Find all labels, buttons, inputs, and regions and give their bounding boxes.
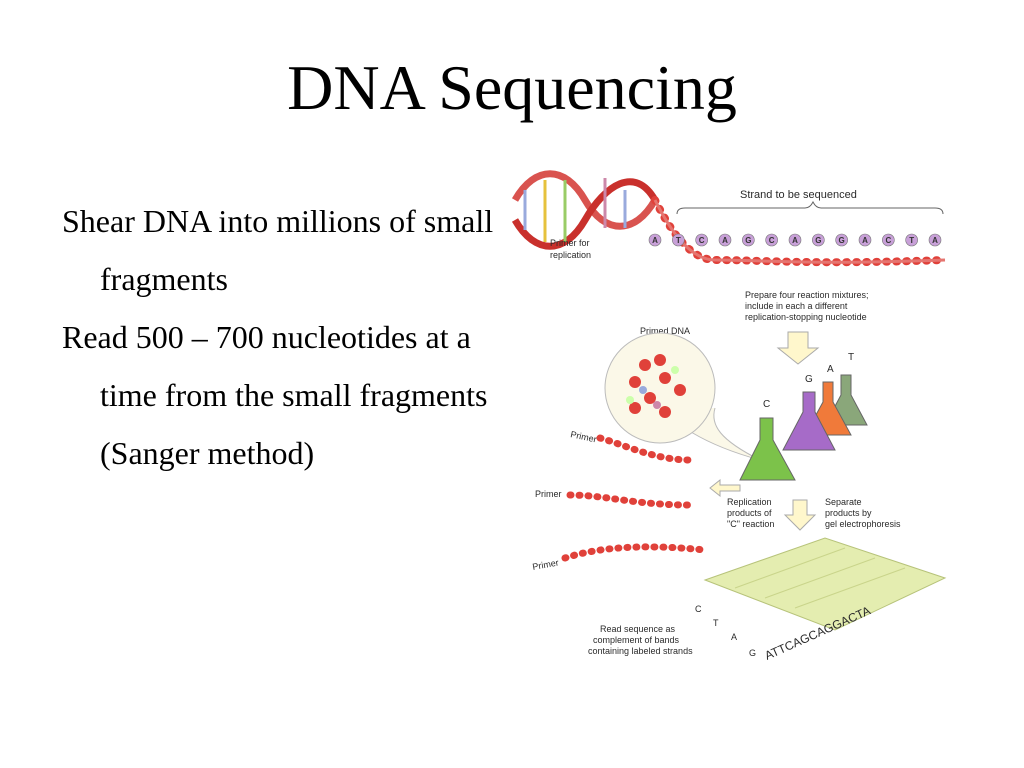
strand-base-letter: A (722, 236, 728, 245)
electrophoresis-gel (703, 537, 947, 631)
read-label-line3: containing labeled strands (588, 646, 693, 656)
flask-c-label: C (763, 399, 770, 410)
strand-base (765, 233, 778, 247)
down-arrow-2-icon (783, 499, 817, 531)
strand-base-letter: T (676, 236, 681, 245)
dna-helix (511, 170, 659, 250)
strand-base-letter: G (815, 236, 821, 245)
strand-base-letter: C (885, 236, 891, 245)
primed-dna-label: Primed DNA (640, 326, 690, 336)
strand-to-be-sequenced (651, 196, 949, 267)
strand-base-letter: C (699, 236, 705, 245)
prepare-label-line3: replication-stopping nucleotide (745, 312, 867, 322)
primer-for-label-line2: replication (550, 250, 591, 260)
gel-lane-a-label: A (731, 632, 737, 642)
nucleotide-pool-callout (604, 332, 761, 461)
separate-label-line3: gel electrophoresis (825, 519, 901, 529)
replication-label-line3: "C" reaction (727, 519, 774, 529)
read-label-line1: Read sequence as (600, 624, 676, 634)
flask-g: G (782, 374, 836, 451)
replication-label-line2: products of (727, 508, 772, 518)
prepare-label-line1: Prepare four reaction mixtures; (745, 290, 869, 300)
strand-base-letter: A (862, 236, 868, 245)
replication-row-3: Primer (532, 543, 709, 572)
strand-base (905, 233, 918, 247)
strand-base (695, 233, 708, 247)
sanger-sequencing-diagram: A T C A G C A G G A C T A Strand to be sequenced Pri… (511, 170, 949, 663)
strand-base-letter: T (909, 236, 914, 245)
strand-base (718, 233, 732, 247)
strand-base-letter: G (839, 236, 845, 245)
strand-base-letter: C (769, 236, 775, 245)
bullet-item: Read 500 – 700 nucleotides at a time fro… (62, 319, 488, 471)
strand-base (788, 233, 802, 247)
separate-label-line1: Separate (825, 497, 862, 507)
strand-base (882, 233, 895, 247)
strand-bracket (676, 200, 944, 215)
replication-row-2: Primer (535, 489, 694, 509)
strand-base-letter: A (792, 236, 798, 245)
flask-c: C (739, 399, 796, 481)
prepare-label-line2: include in each a different (745, 301, 848, 311)
strand-base (928, 233, 942, 247)
bullet-item: Shear DNA into millions of small fragmen… (62, 203, 494, 297)
strand-base-letter: A (652, 236, 658, 245)
flask-t-label: T (848, 352, 854, 363)
gel-lane-g-label: G (749, 648, 756, 658)
primer-row2-label: Primer (535, 489, 562, 499)
primer-for-label-line1: Primer for (550, 238, 590, 248)
bullet-list: Shear DNA into millions of small fragmen… (62, 192, 502, 482)
strand-base (672, 233, 685, 247)
strand-base (648, 233, 662, 247)
down-arrow-icon (776, 331, 820, 365)
flask-a-label: A (827, 364, 834, 375)
left-arrow-icon (709, 478, 741, 498)
primer-row1-label: Primer (570, 429, 598, 444)
strand-base (835, 233, 848, 247)
slide-title: DNA Sequencing (287, 52, 737, 123)
primer-row3-label: Primer (532, 558, 560, 572)
strand-base (742, 233, 755, 247)
strand-base-letter: G (745, 236, 751, 245)
strand-base (858, 233, 872, 247)
strand-base-letter: A (932, 236, 938, 245)
replication-label-line1: Replication (727, 497, 772, 507)
strand-label: Strand to be sequenced (740, 189, 857, 201)
read-label-line2: complement of bands (593, 635, 680, 645)
separate-label-line2: products by (825, 508, 872, 518)
gel-lane-t-label: T (713, 618, 719, 628)
gel-lane-c-label: C (695, 604, 702, 614)
flask-g-label: G (805, 374, 813, 385)
strand-base (812, 233, 825, 247)
